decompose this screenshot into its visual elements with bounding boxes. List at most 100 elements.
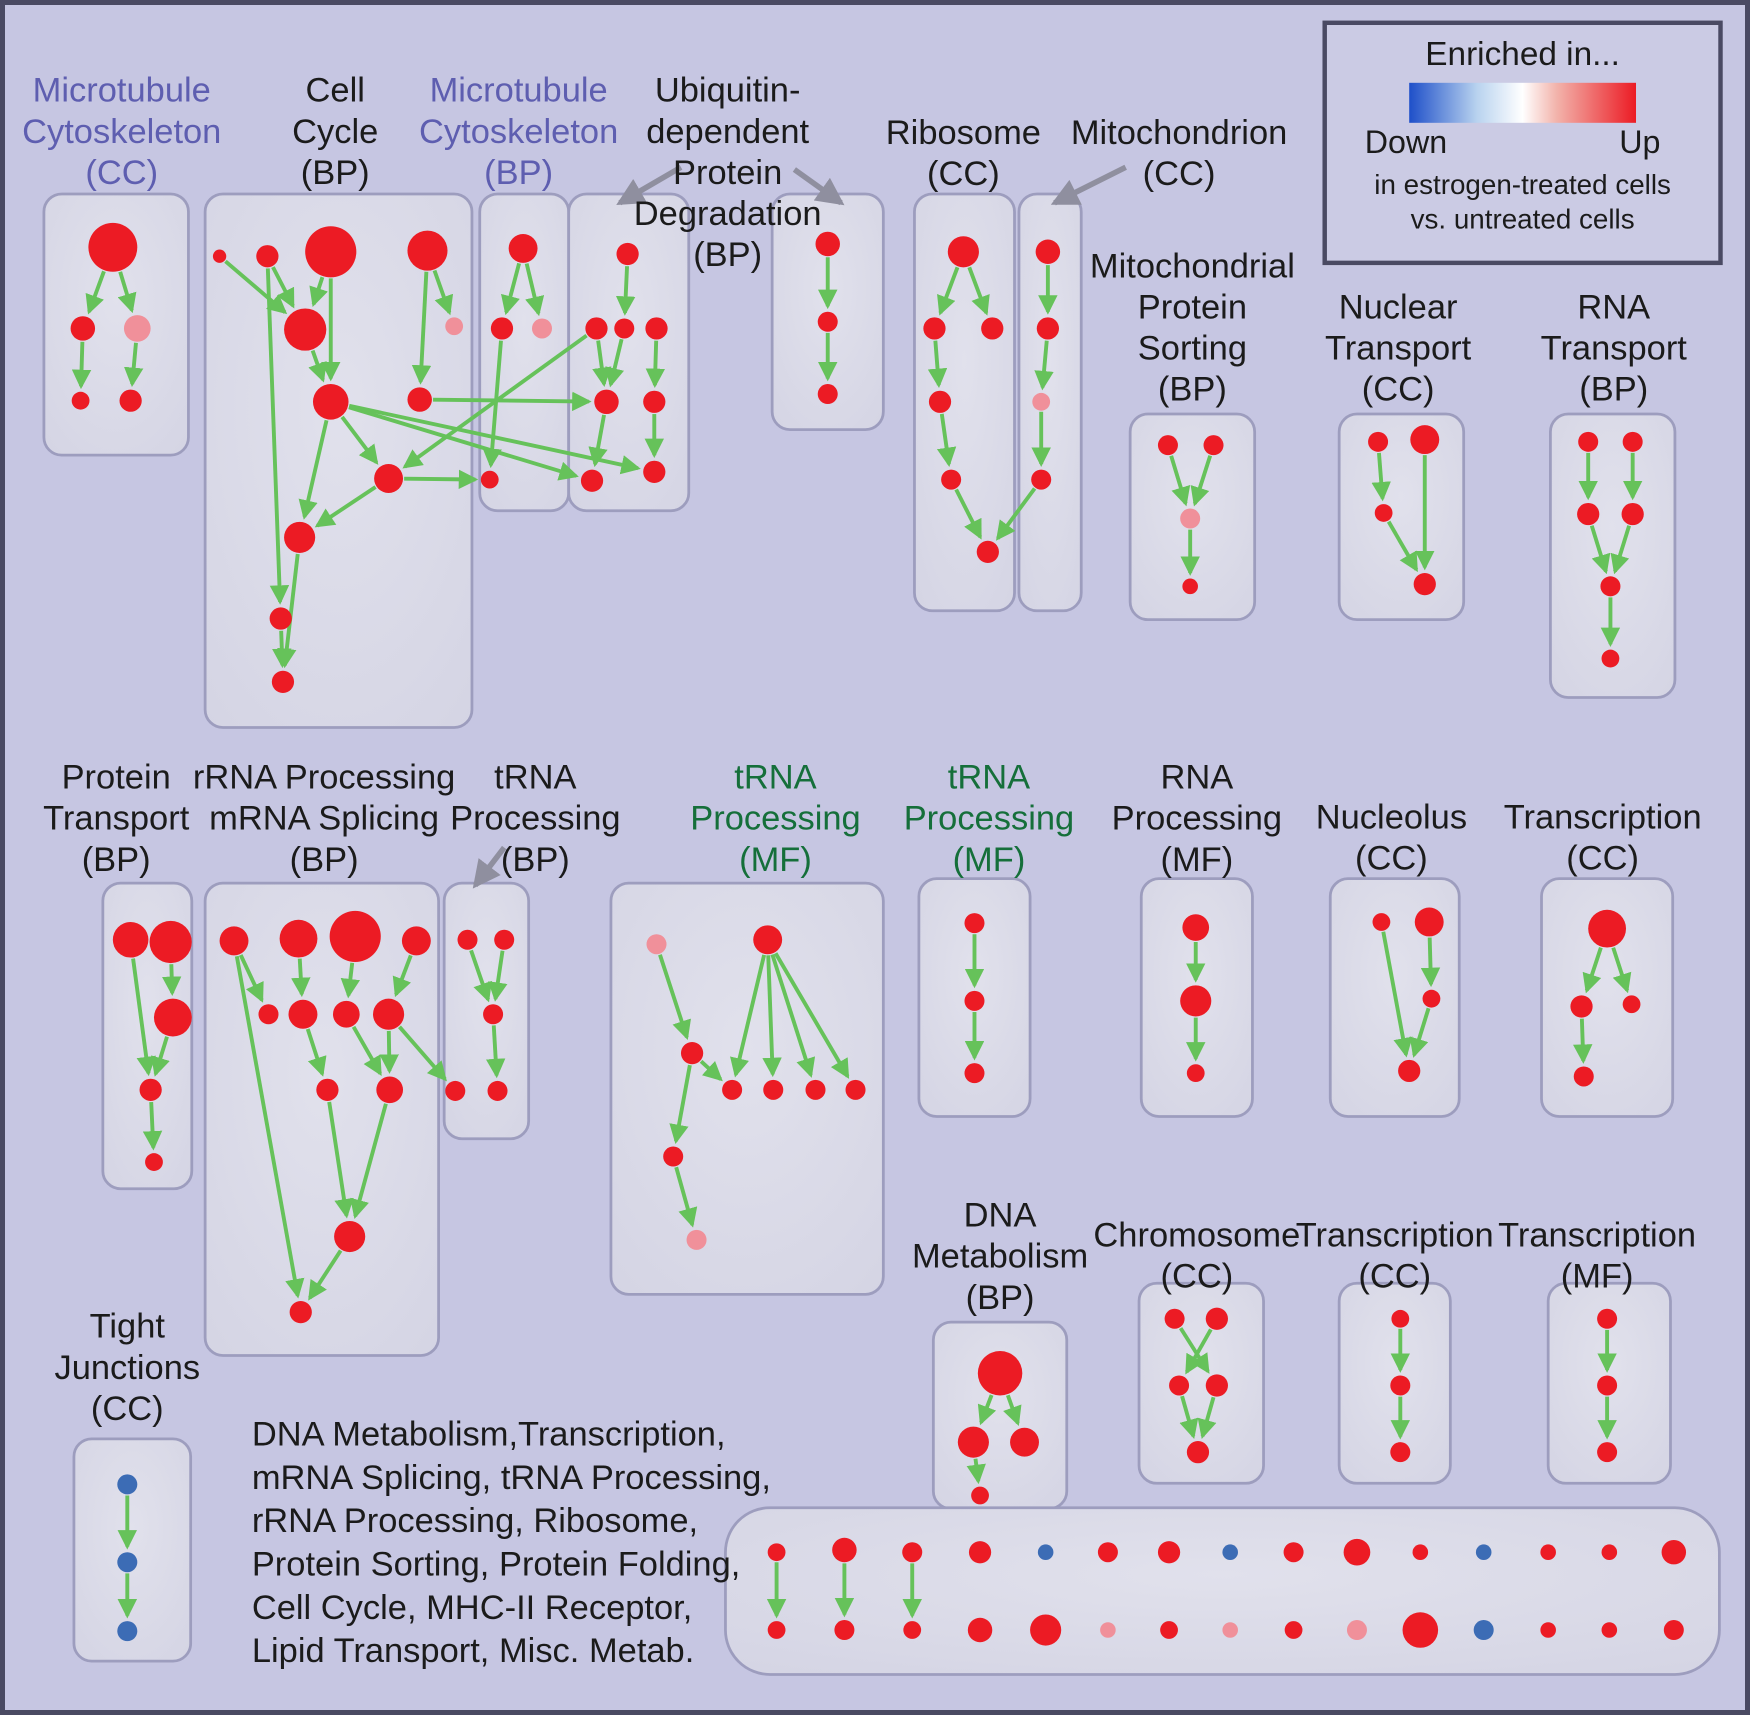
legend-caption-line-1: in estrogen-treated cells	[1374, 169, 1671, 201]
cluster-label-rrna-processing-mrna-splicing-bp: rRNA Processing mRNA Splicing (BP)	[192, 757, 456, 879]
go-term-node	[401, 926, 431, 956]
go-term-node	[1284, 1621, 1303, 1639]
go-term-node	[817, 384, 838, 405]
legend-gradient-bar	[1409, 82, 1637, 123]
relation-arrow	[348, 405, 579, 481]
relation-arrow	[1573, 1018, 1593, 1064]
go-term-node	[1588, 909, 1627, 948]
label-pointer-arrow	[792, 167, 845, 206]
go-term-node	[117, 1621, 138, 1642]
go-term-node	[834, 1620, 855, 1641]
cluster-label-microtubule-cytoskeleton-cc: Microtubule Cytoskeleton (CC)	[22, 70, 222, 192]
go-term-node	[923, 317, 946, 340]
relation-arrow	[305, 1028, 327, 1077]
go-term-node	[941, 469, 962, 490]
go-term-node	[1180, 985, 1212, 1017]
relation-arrow	[265, 268, 290, 605]
relation-arrow	[308, 1249, 343, 1301]
go-term-node	[1283, 1542, 1304, 1563]
cluster-label-nuclear-transport-cc: Nuclear Transport (CC)	[1324, 287, 1472, 409]
go-term-node	[1540, 1544, 1556, 1560]
go-term-node	[1032, 392, 1051, 411]
go-term-node	[1182, 578, 1198, 595]
go-term-node	[269, 607, 292, 630]
relation-arrow	[967, 266, 990, 316]
go-term-node	[1374, 504, 1393, 522]
relation-arrow	[124, 342, 144, 388]
go-term-node	[1164, 1308, 1185, 1329]
label-pointer-arrow	[1050, 164, 1127, 206]
go-term-node	[1391, 1309, 1410, 1328]
go-term-node	[289, 1301, 312, 1324]
cluster-box-chromosome-cc	[1137, 1281, 1265, 1485]
go-term-node	[1601, 1622, 1618, 1638]
label-pointer-arrow	[472, 845, 507, 889]
go-term-node	[1410, 425, 1440, 455]
go-term-node	[1035, 239, 1061, 264]
go-term-node	[483, 1004, 504, 1025]
relation-arrow	[615, 266, 636, 316]
summary-text-line: DNA Metabolism,Transcription,	[251, 1414, 726, 1454]
go-term-node	[1372, 913, 1391, 931]
go-term-node	[332, 1000, 360, 1028]
go-term-node	[1097, 1542, 1118, 1563]
go-term-node	[1205, 1374, 1228, 1397]
relation-arrow	[379, 1030, 399, 1074]
go-term-node	[284, 521, 316, 553]
relation-arrow	[433, 391, 592, 412]
go-term-node	[614, 318, 635, 339]
go-term-node	[112, 921, 149, 958]
relation-arrow	[927, 340, 948, 389]
relation-arrow	[1185, 1328, 1213, 1375]
go-term-node	[480, 470, 499, 489]
relation-arrow	[669, 1064, 692, 1145]
go-term-node	[680, 1042, 704, 1065]
go-term-node	[832, 1537, 857, 1563]
relation-arrow	[340, 415, 379, 465]
relation-arrow	[392, 954, 413, 998]
go-term-node	[976, 540, 999, 563]
relation-arrow	[351, 1025, 382, 1077]
go-term-node	[145, 1153, 163, 1171]
relation-arrow	[658, 954, 691, 1041]
summary-text-line: Lipid Transport, Misc. Metab.	[251, 1631, 695, 1671]
go-term-node	[312, 384, 349, 420]
relation-arrow	[674, 1166, 698, 1228]
go-term-node	[1597, 1442, 1618, 1463]
relation-arrow	[524, 263, 545, 317]
go-term-node	[815, 231, 840, 257]
cluster-label-transcription-cc-1: Transcription (CC)	[1503, 797, 1702, 878]
relation-arrow	[309, 276, 328, 307]
legend-title: Enriched in...	[1425, 36, 1620, 73]
cluster-label-ribosome-cc: Ribosome (CC)	[885, 112, 1041, 193]
go-term-node	[1169, 1375, 1190, 1396]
relation-arrow	[308, 349, 327, 383]
go-term-node	[1600, 576, 1621, 597]
go-term-node	[1601, 649, 1620, 668]
go-term-node	[646, 934, 667, 955]
relation-arrow	[411, 271, 432, 385]
relation-arrow	[238, 954, 264, 1003]
go-term-node	[1180, 508, 1201, 529]
go-term-node	[947, 236, 979, 268]
go-term-node	[1413, 572, 1436, 596]
label-pointer-arrow	[616, 164, 683, 206]
go-term-node	[1577, 502, 1600, 526]
cluster-label-rna-processing-mf: RNA Processing (MF)	[1111, 757, 1283, 879]
go-term-node	[88, 222, 138, 272]
go-term-node	[407, 387, 432, 412]
go-term-node	[487, 1080, 508, 1101]
cluster-label-transcription-mf: Transcription (MF)	[1498, 1215, 1697, 1296]
go-term-node	[219, 926, 249, 956]
cluster-label-protein-transport-bp: Protein Transport (BP)	[43, 757, 190, 879]
go-term-node	[1414, 907, 1444, 937]
go-term-node	[1205, 1307, 1228, 1330]
relation-arrow	[485, 1025, 506, 1079]
go-term-node	[928, 390, 952, 413]
relation-arrow	[131, 958, 156, 1077]
go-term-node	[1160, 1621, 1178, 1639]
go-term-node	[580, 469, 604, 492]
go-term-node	[373, 998, 405, 1030]
relation-arrow	[1197, 1396, 1217, 1439]
relation-arrow	[937, 266, 960, 316]
